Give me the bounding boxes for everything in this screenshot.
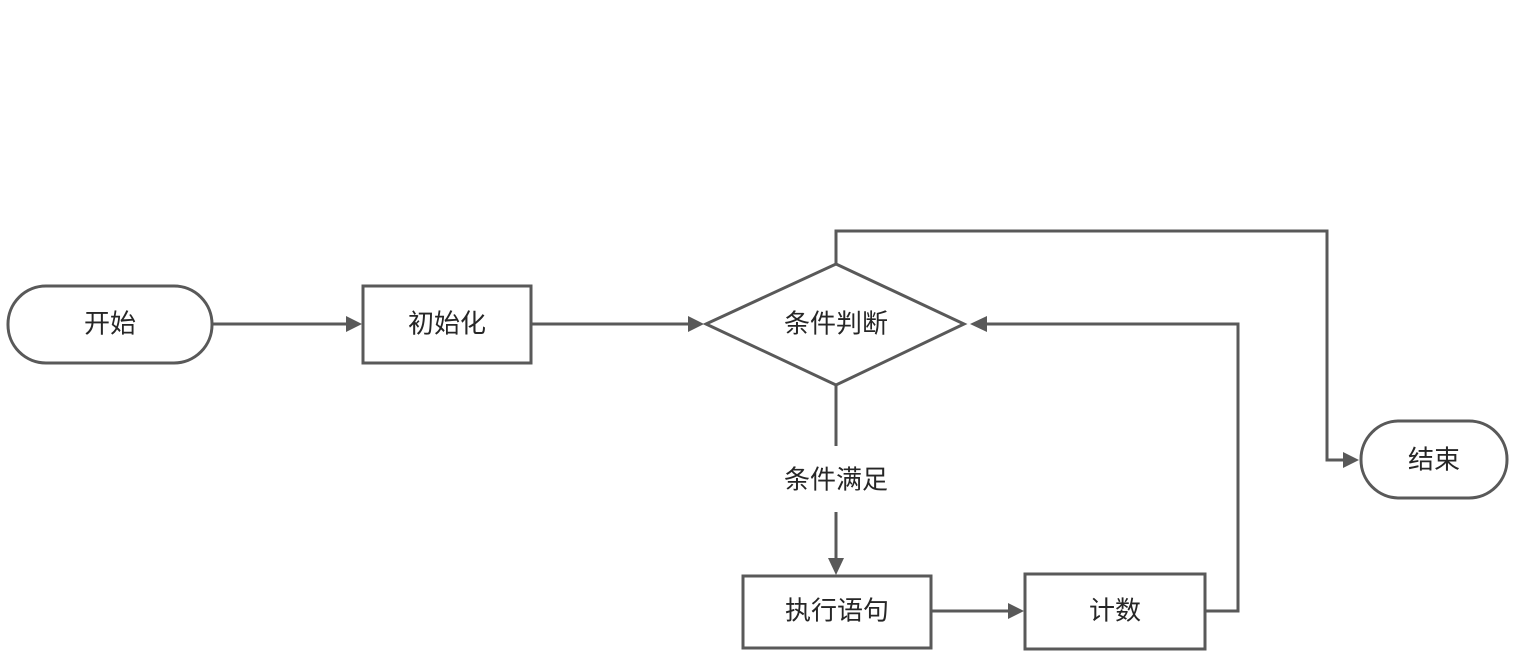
edge-label-condition-met: 条件满足 <box>784 466 888 496</box>
process-shape <box>741 574 933 650</box>
process-shape <box>361 284 533 365</box>
edge-execute-to-count <box>931 603 1024 619</box>
edge-init-to-condition <box>531 316 704 332</box>
node-count: 计数 <box>1023 572 1207 651</box>
node-end: 结束 <box>1359 419 1509 500</box>
node-condition: 条件判断 <box>702 262 968 387</box>
arrowhead-icon <box>828 558 844 575</box>
arrowhead-icon <box>346 316 362 332</box>
edge-count-to-condition <box>970 316 1240 613</box>
terminator-shape <box>6 284 214 365</box>
node-init-label: 初始化 <box>408 310 486 340</box>
arrowhead-icon <box>970 316 987 332</box>
terminator-shape <box>1359 419 1509 500</box>
node-execute-label: 执行语句 <box>785 597 889 627</box>
node-end-label: 结束 <box>1408 446 1460 476</box>
edge-start-to-init <box>212 316 362 332</box>
node-execute: 执行语句 <box>741 574 933 650</box>
decision-shape <box>702 262 968 387</box>
node-condition-label: 条件判断 <box>784 310 888 340</box>
arrowhead-icon <box>1343 452 1359 468</box>
edge-condition-to-execute: 条件满足 <box>784 385 888 575</box>
node-init: 初始化 <box>361 284 533 365</box>
arrowhead-icon <box>688 316 704 332</box>
node-start: 开始 <box>6 284 214 365</box>
edge-condition-to-end <box>834 229 1359 468</box>
process-shape <box>1023 572 1207 651</box>
node-count-label: 计数 <box>1089 597 1141 627</box>
arrowhead-icon <box>1008 603 1024 619</box>
node-start-label: 开始 <box>84 310 136 340</box>
